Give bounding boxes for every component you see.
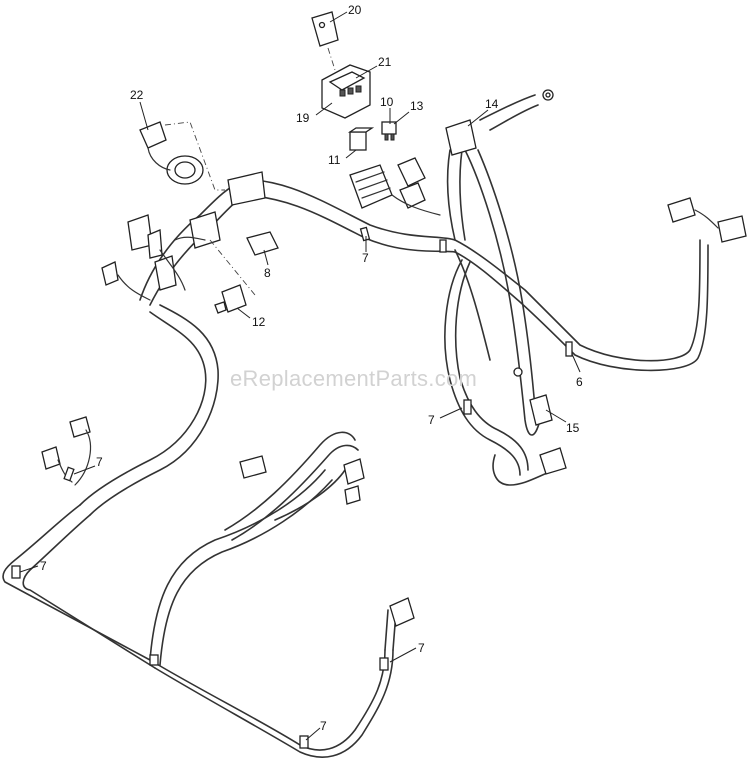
harness-grommet xyxy=(139,121,204,185)
left-connector-cluster xyxy=(101,171,266,301)
callout-15: 15 xyxy=(566,421,580,435)
relay xyxy=(347,127,375,151)
connector-cover xyxy=(246,231,279,256)
lower-left-connectors xyxy=(41,416,92,486)
callout-7-center: 7 xyxy=(362,251,369,265)
callout-8: 8 xyxy=(264,266,271,280)
callout-19: 19 xyxy=(296,111,310,125)
callout-7-right: 7 xyxy=(428,413,435,427)
callout-7-far-left: 7 xyxy=(40,559,47,573)
callout-20: 20 xyxy=(348,3,362,17)
callout-14: 14 xyxy=(485,97,499,111)
callout-7-lower-right: 7 xyxy=(418,641,425,655)
callout-12: 12 xyxy=(252,315,266,329)
right-end-connectors xyxy=(667,197,747,243)
callout-13: 13 xyxy=(410,99,424,113)
fuse-holder-cover xyxy=(311,11,339,47)
lower-right-connectors xyxy=(389,394,567,627)
lower-harness-loop xyxy=(2,469,397,758)
callout-21: 21 xyxy=(378,55,392,69)
relay-module xyxy=(214,284,247,314)
cable-ties xyxy=(11,226,573,749)
callout-11: 11 xyxy=(328,153,341,167)
callout-10: 10 xyxy=(380,95,394,109)
leader-lines xyxy=(19,11,581,741)
callout-7-left: 7 xyxy=(96,455,103,469)
central-connector xyxy=(349,157,441,216)
battery-cable xyxy=(445,89,554,377)
center-loop-connectors xyxy=(239,455,365,505)
fuse-block xyxy=(321,64,371,119)
center-branch xyxy=(224,431,359,541)
mini-fuse xyxy=(381,121,397,141)
callout-6: 6 xyxy=(576,375,583,389)
callout-7-bottom: 7 xyxy=(320,719,327,733)
callout-labels: 20 21 19 22 10 13 14 11 7 8 12 6 7 15 7 … xyxy=(40,3,583,733)
callout-22: 22 xyxy=(130,88,144,102)
